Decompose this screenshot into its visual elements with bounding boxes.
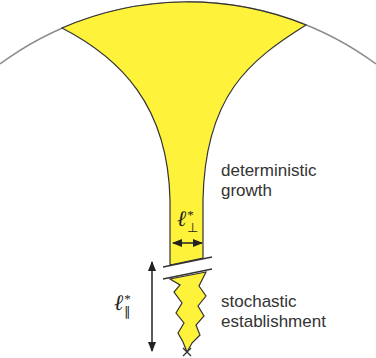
origin-cross [183, 348, 191, 356]
width-symbol: ℓ*⊥ [177, 208, 198, 234]
break-mark [163, 257, 212, 267]
stochastic-trace [170, 272, 206, 352]
length-arrow [151, 262, 153, 351]
phase-label: stochastic establishment [221, 292, 361, 332]
deterministic-funnel [62, 2, 306, 265]
break-mark [163, 269, 212, 279]
width-arrow [173, 242, 202, 244]
length-symbol: ℓ*∥ [114, 292, 131, 318]
phase-label: deterministic growth [221, 161, 349, 201]
